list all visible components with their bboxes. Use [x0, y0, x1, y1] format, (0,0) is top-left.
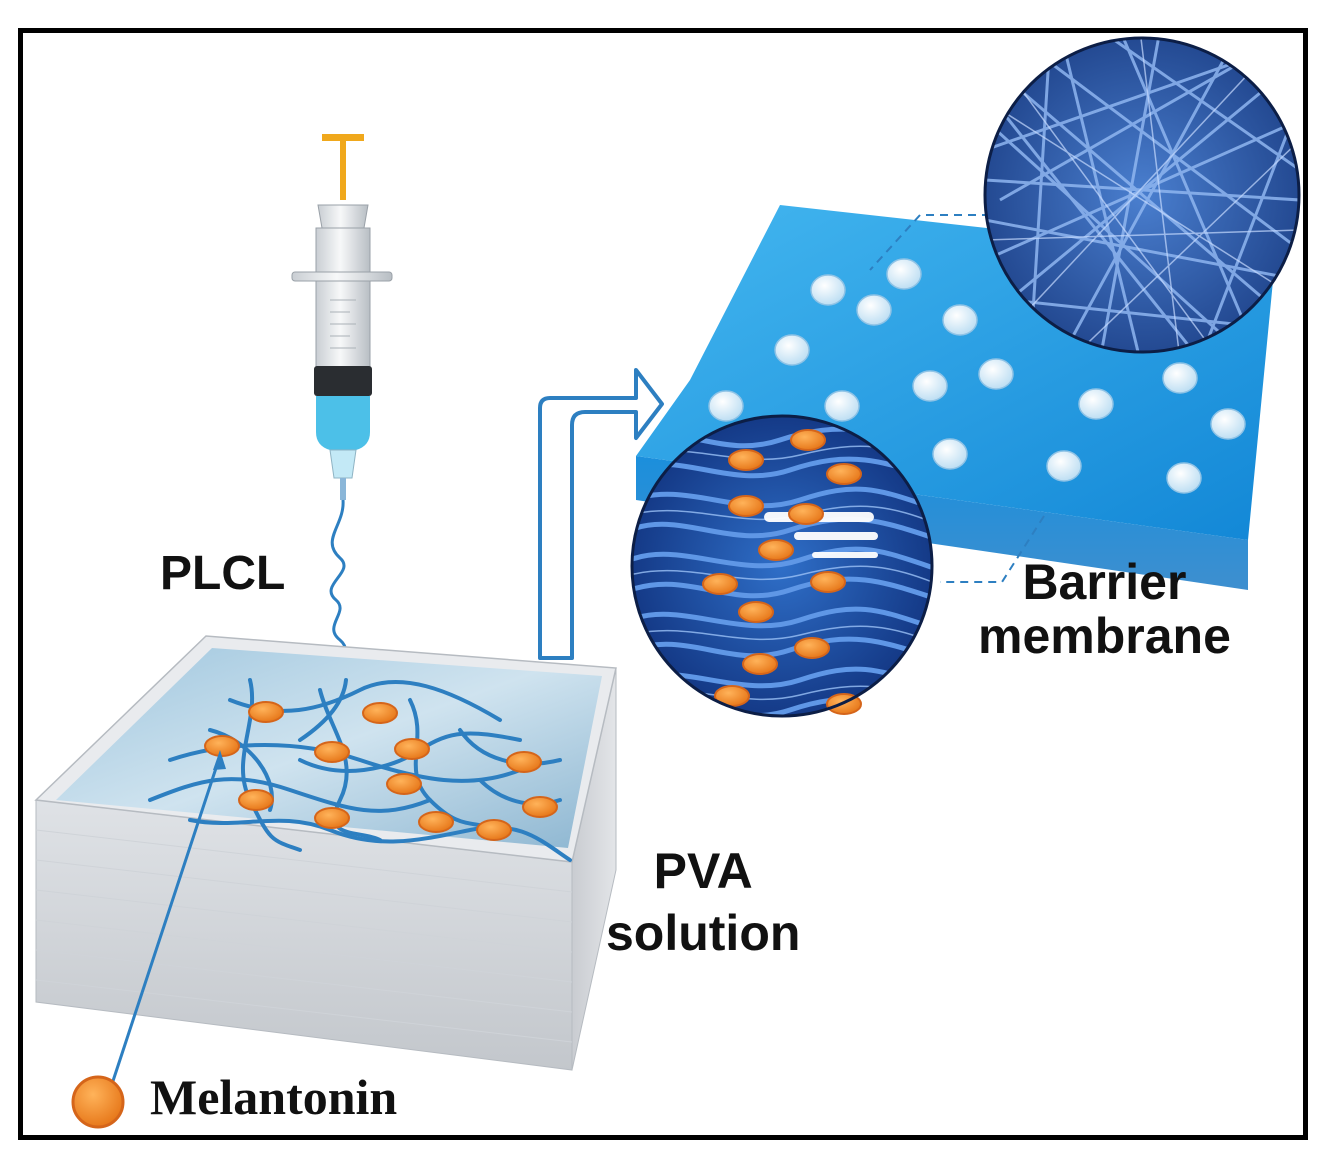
syringe-barrel	[315, 227, 371, 369]
syringe-flange	[291, 271, 393, 282]
syringe-liquid	[316, 396, 370, 450]
process-arrow	[538, 368, 664, 660]
label-pva-line2: solution	[606, 905, 801, 961]
melatonin-pointer	[71, 750, 226, 1129]
label-pva-line1: PVA	[653, 843, 753, 899]
syringe-rubber-stopper	[314, 366, 372, 396]
syringe-hub	[329, 449, 357, 479]
label-barrier-line2: membrane	[978, 608, 1231, 664]
membrane-callout-lines	[869, 214, 1045, 583]
cross-section-melatonin-particles	[702, 429, 862, 715]
label-melantonin: Melantonin	[150, 1069, 398, 1125]
syringe-graduations	[330, 299, 356, 349]
melatonin-legend-icon	[71, 1075, 125, 1129]
bath-side-stripes	[35, 829, 573, 1043]
syringe-top-collar	[317, 204, 369, 229]
sem-inset-cross-section	[630, 414, 934, 718]
syringe-needle	[340, 478, 346, 500]
label-pva-solution: PVA solution	[606, 840, 800, 964]
label-plcl: PLCL	[160, 547, 286, 600]
membrane-surface-dots	[708, 258, 1246, 494]
syringe	[291, 134, 393, 681]
syringe-plunger-rod	[340, 140, 346, 200]
pva-bath	[34, 635, 617, 1071]
bath-melatonin-particles	[204, 701, 558, 841]
label-barrier-line1: Barrier	[1022, 554, 1187, 610]
syringe-plunger-cap	[322, 134, 364, 141]
sem-inset-fiber-mesh	[983, 36, 1301, 354]
label-barrier-membrane: Barrier membrane	[978, 555, 1231, 663]
